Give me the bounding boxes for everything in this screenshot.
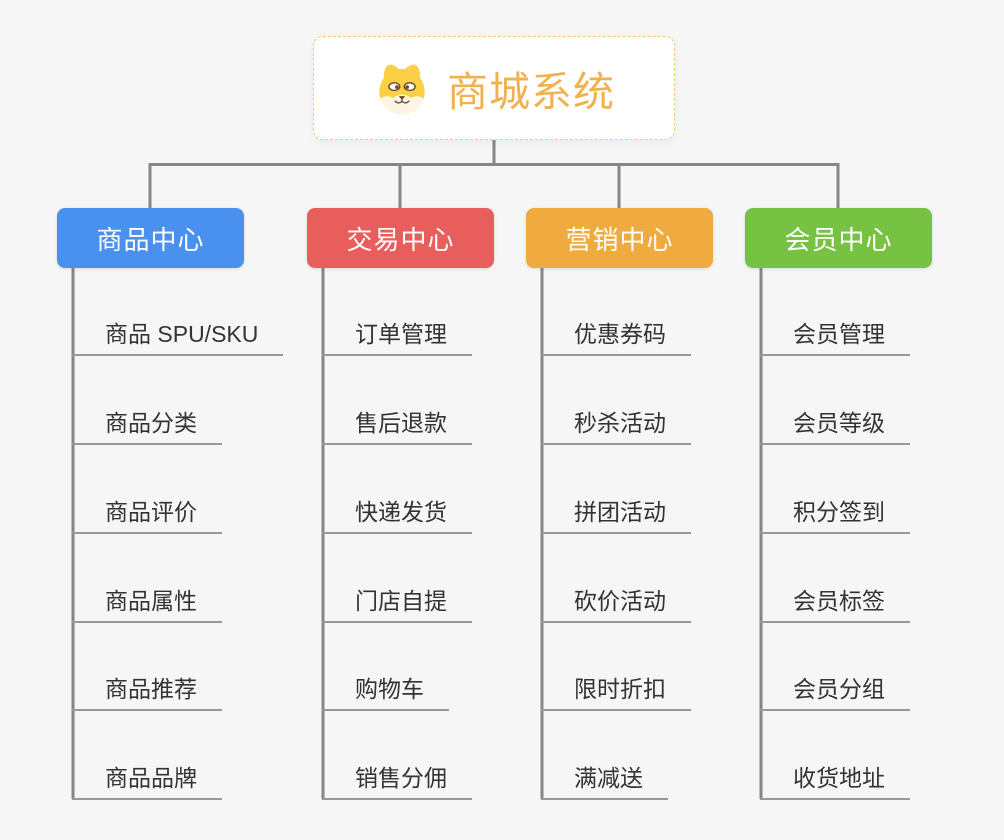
leaf-topic[interactable]: 商品 SPU/SKU <box>72 318 284 356</box>
branch-trade-center[interactable]: 交易中心 <box>307 208 494 268</box>
root-node[interactable]: 商城系统 <box>313 36 675 140</box>
leaf-topic[interactable]: 商品推荐 <box>72 673 222 711</box>
leaf-topic[interactable]: 砍价活动 <box>541 585 691 623</box>
leaf-topic[interactable]: 秒杀活动 <box>541 407 691 445</box>
leaf-topic[interactable]: 门店自提 <box>322 585 472 623</box>
leaf-topic[interactable]: 购物车 <box>322 673 449 711</box>
branch-product-center[interactable]: 商品中心 <box>57 208 244 268</box>
leaf-topic[interactable]: 会员标签 <box>760 585 910 623</box>
leaf-topic[interactable]: 积分签到 <box>760 496 910 534</box>
leaf-topic[interactable]: 会员分组 <box>760 673 910 711</box>
branch-member-center[interactable]: 会员中心 <box>745 208 932 268</box>
leaf-topic[interactable]: 限时折扣 <box>541 673 691 711</box>
root-title: 商城系统 <box>447 69 615 115</box>
leaf-topic[interactable]: 拼团活动 <box>541 496 691 534</box>
leaf-topic[interactable]: 快递发货 <box>322 496 472 534</box>
leaf-topic[interactable]: 订单管理 <box>322 318 472 356</box>
branch-marketing-center[interactable]: 营销中心 <box>526 208 713 268</box>
dog-face-icon <box>373 59 431 117</box>
leaf-topic[interactable]: 商品分类 <box>72 407 222 445</box>
leaf-topic[interactable]: 商品评价 <box>72 496 222 534</box>
leaf-topic[interactable]: 优惠券码 <box>541 318 691 356</box>
leaf-topic[interactable]: 满减送 <box>541 762 668 800</box>
leaf-topic[interactable]: 会员管理 <box>760 318 910 356</box>
leaf-topic[interactable]: 收货地址 <box>760 762 910 800</box>
leaf-topic[interactable]: 销售分佣 <box>322 762 472 800</box>
leaf-topic[interactable]: 会员等级 <box>760 407 910 445</box>
leaf-topic[interactable]: 商品属性 <box>72 585 222 623</box>
leaf-topic[interactable]: 售后退款 <box>322 407 472 445</box>
leaf-topic[interactable]: 商品品牌 <box>72 762 222 800</box>
